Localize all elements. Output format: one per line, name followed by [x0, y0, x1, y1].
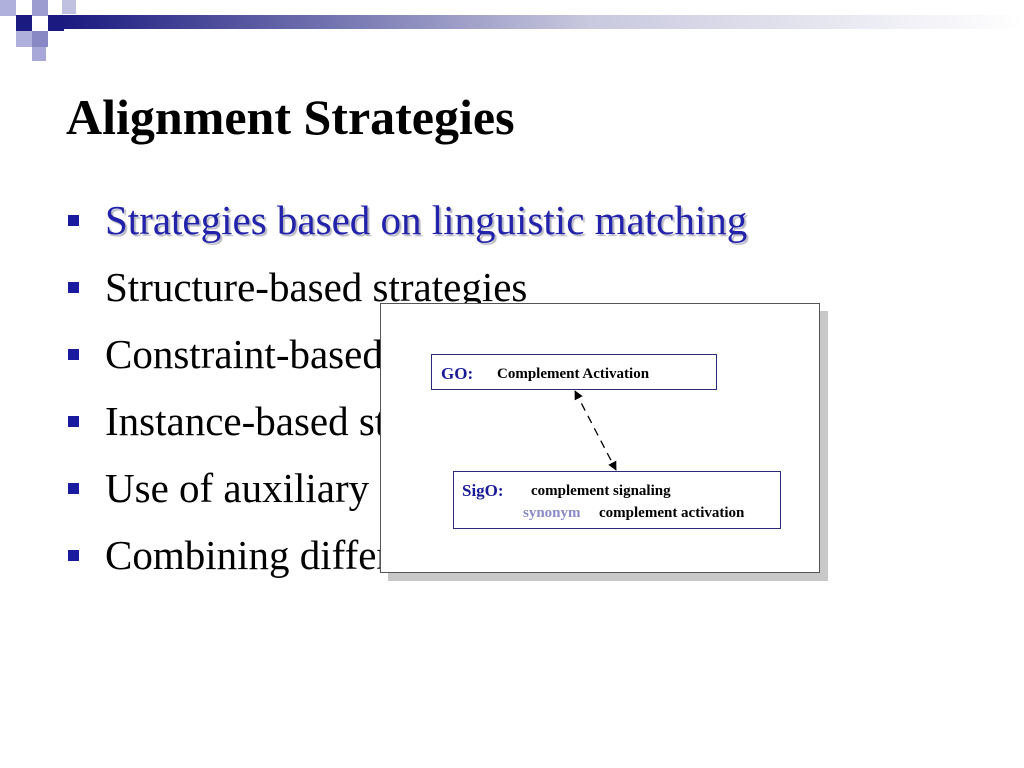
sigo-label: SigO:	[462, 481, 504, 500]
square-bullet-icon	[68, 349, 79, 360]
dashed-connector	[574, 390, 617, 471]
go-label: GO:	[441, 364, 474, 383]
square-bullet-icon	[68, 483, 79, 494]
sigo-term-box: SigO: complement signaling synonym compl…	[453, 471, 781, 529]
sigo-term: complement signaling	[531, 483, 671, 499]
square-bullet-icon	[68, 550, 79, 561]
go-term-box: GO: Complement Activation	[431, 354, 717, 390]
bullet-text: Structure-based strategies	[105, 264, 528, 310]
go-term: Complement Activation	[497, 366, 650, 382]
slide-title: Alignment Strategies	[66, 89, 515, 145]
square-bullet-icon	[68, 282, 79, 293]
synonym-label: synonym	[523, 505, 581, 521]
synonym-term: complement activation	[599, 505, 745, 521]
bullet-item-linguistic: Strategies based on linguistic matching	[68, 193, 747, 260]
square-bullet-icon	[68, 416, 79, 427]
example-popup: GO: Complement Activation SigO: compleme…	[380, 303, 820, 573]
square-bullet-icon	[68, 215, 79, 226]
header-decoration	[0, 0, 1024, 61]
bullet-item-structure: Structure-based strategies	[68, 260, 747, 327]
bullet-text: Strategies based on linguistic matching	[105, 197, 748, 243]
